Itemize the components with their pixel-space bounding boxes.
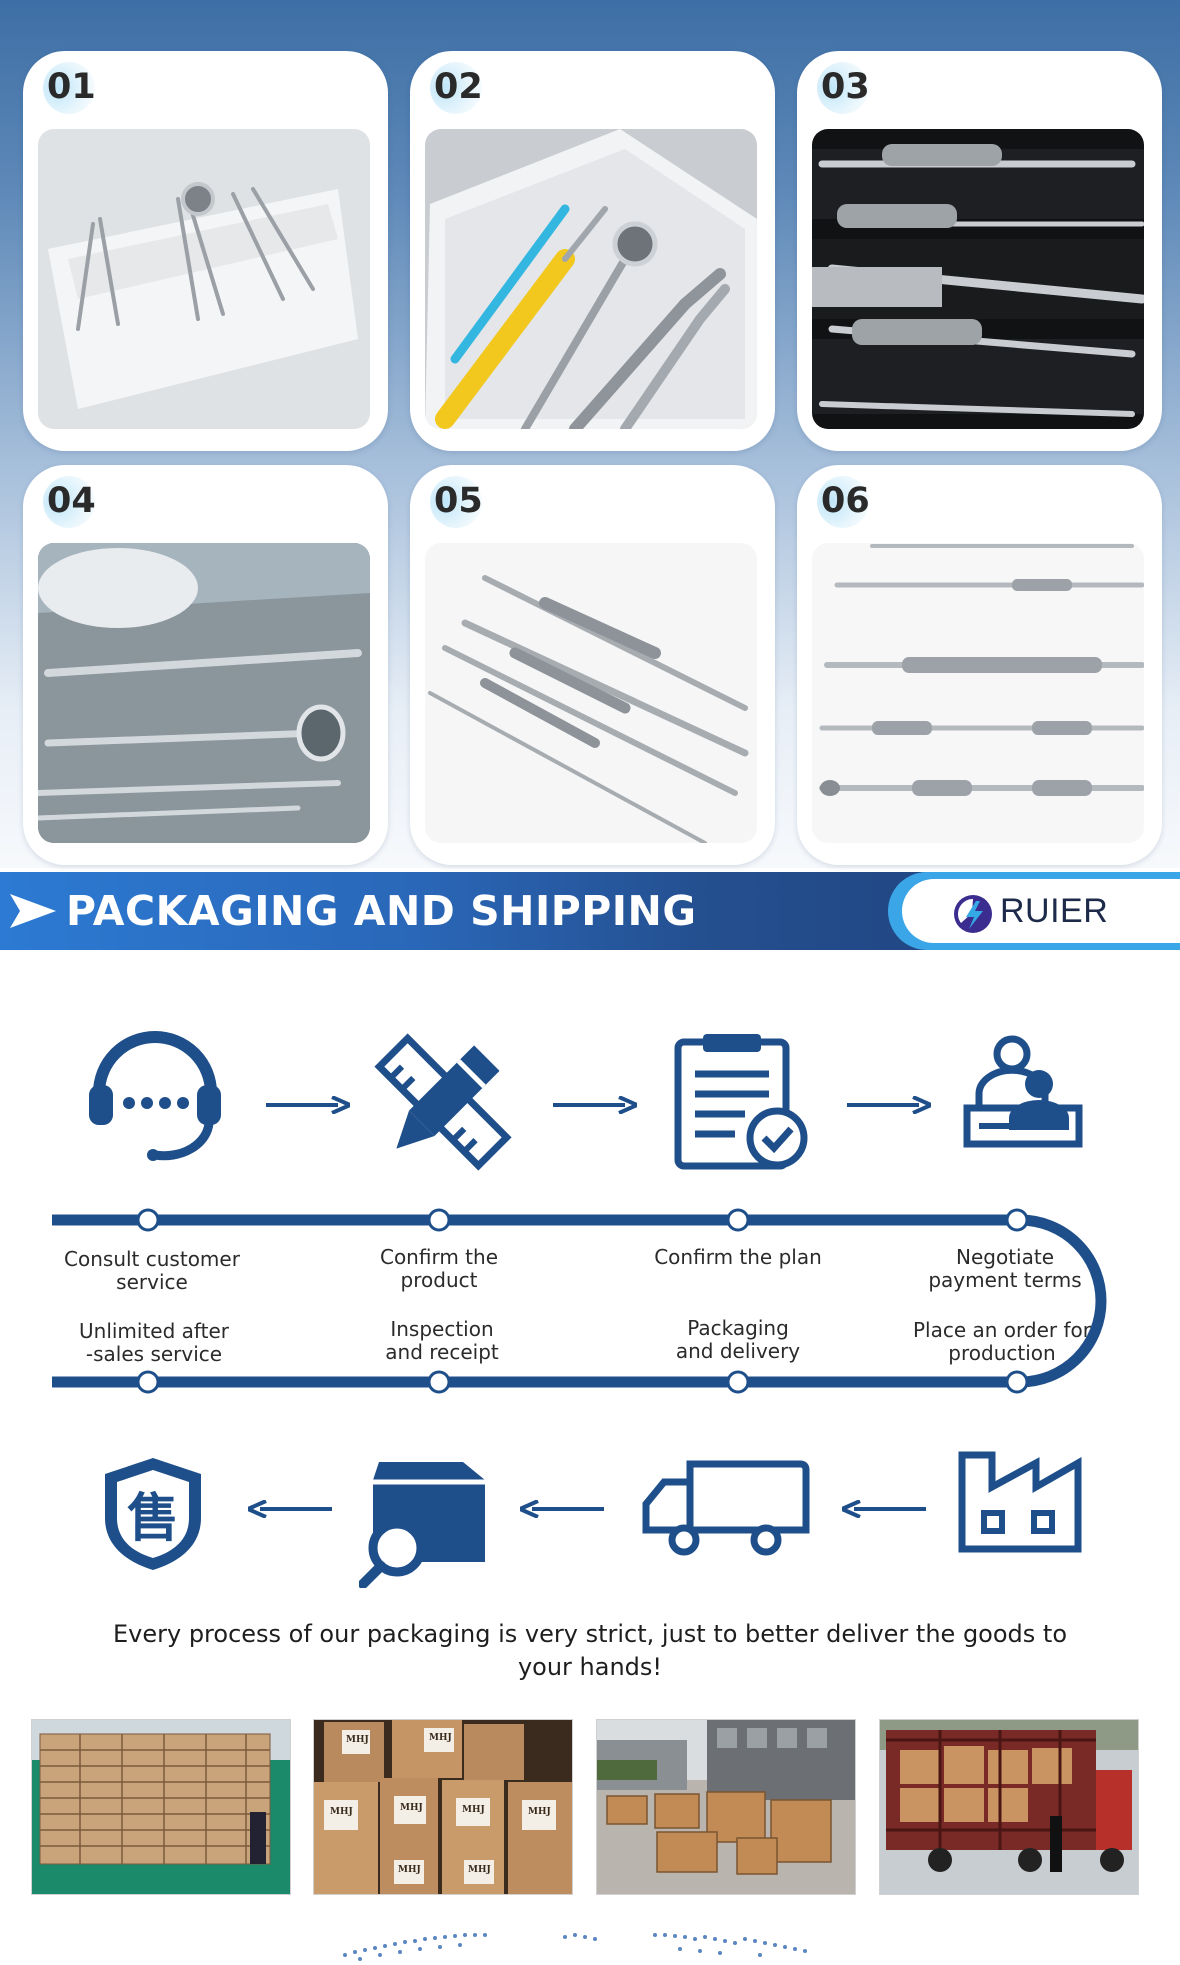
card-number: 01 [47,67,96,107]
track-node [427,1208,451,1232]
arrow-right-icon [266,1095,355,1118]
card-number: 03 [821,67,870,107]
product-photo [38,543,370,843]
step-label-consult: Consult customer service [64,1247,240,1294]
track-node [136,1208,160,1232]
track-node [726,1208,750,1232]
carton-label: MHJ [398,1865,421,1875]
delivery-truck-icon [642,1458,812,1562]
arrow-left-icon [837,1499,926,1522]
arrow-right-icon [10,894,56,928]
arrow-left-icon [243,1499,332,1522]
track-node [726,1370,750,1394]
carton-label: MHJ [330,1807,353,1817]
number-badge [43,62,95,114]
team-contract-icon [961,1032,1085,1160]
track-node [1005,1370,1029,1394]
package-search-icon [358,1458,489,1592]
step-label-after-sales: Unlimited after -sales service [79,1319,229,1366]
carton-label: MHJ [468,1865,491,1875]
clipboard-check-icon [673,1032,813,1176]
headset-icon [85,1023,225,1167]
pencil-ruler-icon [373,1032,513,1176]
carton-label: MHJ [346,1735,369,1745]
card-number: 02 [434,67,483,107]
number-badge [430,62,482,114]
arrow-right-icon [847,1095,936,1118]
number-badge [43,476,95,528]
number-badge [817,62,869,114]
product-photo [38,129,370,429]
step-label-negotiate: Negotiate payment terms [928,1245,1082,1292]
ruier-logo-icon [954,895,992,933]
product-card-06[interactable]: 06 [797,465,1162,865]
shipping-photo-crates [596,1719,856,1895]
logo-text: RUIER [1000,892,1109,930]
product-card-04[interactable]: 04 [23,465,388,865]
step-label-packaging: Packaging and delivery [675,1316,801,1363]
sale-glyph: 售 [127,1489,179,1549]
card-number: 05 [434,481,483,521]
shipping-photo-mhj-cartons: MHJ MHJ MHJ MHJ MHJ MHJ MHJ MHJ [313,1719,573,1895]
carton-label: MHJ [429,1733,452,1743]
track-node [136,1370,160,1394]
track-node [1005,1208,1029,1232]
step-label-confirm-product: Confirm the product [379,1245,498,1292]
factory-icon [958,1451,1082,1557]
step-label-place-order: Place an order for production [912,1318,1091,1365]
carton-label: MHJ [462,1805,485,1815]
arrow-right-icon [553,1095,642,1118]
product-grid: 01 02 [0,0,1180,868]
step-label-confirm-plan: Confirm the plan [654,1245,822,1269]
shipping-photo-truck [879,1719,1139,1895]
product-photo [812,129,1144,429]
product-photo [812,543,1144,843]
step-label-inspection: Inspection and receipt [385,1317,499,1364]
card-number: 06 [821,481,870,521]
product-card-03[interactable]: 03 [797,51,1162,451]
shield-sale-icon: 售 [99,1454,207,1578]
shipping-photo-warehouse [31,1719,291,1895]
section-title: PACKAGING AND SHIPPING [66,887,697,935]
number-badge [430,476,482,528]
carton-label: MHJ [528,1807,551,1817]
product-photo [425,129,757,429]
product-card-02[interactable]: 02 [410,51,775,451]
product-card-01[interactable]: 01 [23,51,388,451]
dotted-map-decoration [343,1933,807,1961]
number-badge [817,476,869,528]
logo-pill-inner [902,879,1180,943]
product-card-05[interactable]: 05 [410,465,775,865]
track-node [427,1370,451,1394]
packaging-tagline: Every process of our packaging is very s… [112,1620,1068,1681]
product-photo [425,543,757,843]
arrow-left-icon [515,1499,604,1522]
card-number: 04 [47,481,96,521]
carton-label: MHJ [400,1803,423,1813]
